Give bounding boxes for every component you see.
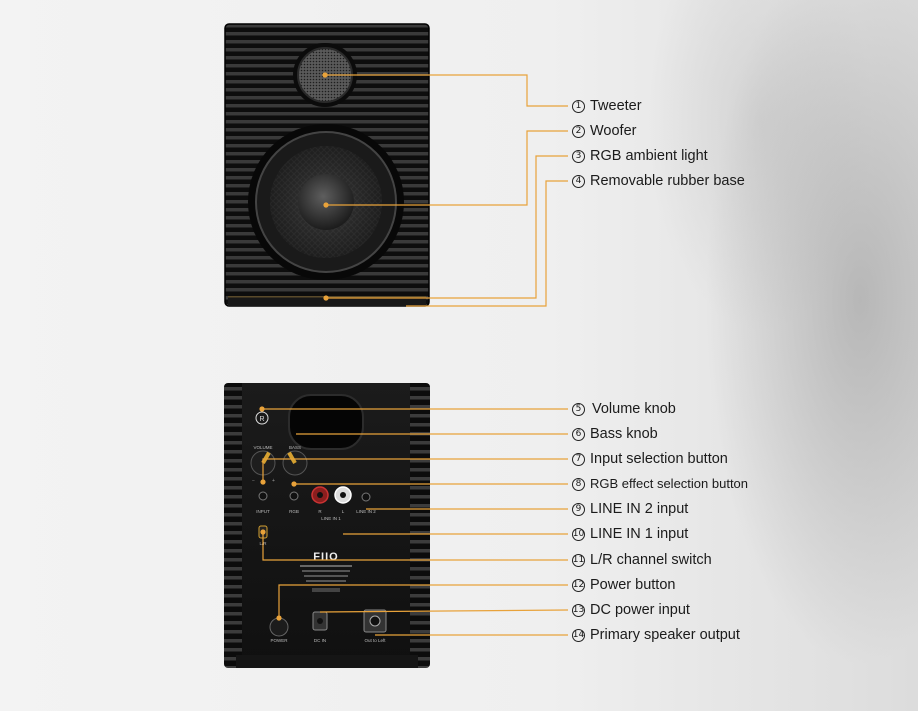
volume-plus-text: + [272, 478, 275, 484]
leader-dot [260, 479, 266, 485]
rubber-base [228, 296, 426, 306]
info-line [300, 565, 352, 567]
callout-text: Power button [590, 577, 676, 593]
callout-text: L/R channel switch [590, 552, 712, 568]
callout-primary-speaker-output: 14 Primary speaker output [572, 625, 740, 645]
callout-removable-rubber-base: 4 Removable rubber base [572, 171, 745, 191]
callout-line-in-2: 9 LINE IN 2 input [572, 499, 688, 519]
leader-dot [322, 72, 328, 78]
leader-line [278, 584, 568, 618]
leader-dot [323, 295, 329, 301]
leader-dot [276, 615, 282, 621]
callout-number: 2 [572, 124, 585, 138]
leader-line [262, 532, 568, 561]
callout-line-in-1: 10 LINE IN 1 input [572, 524, 688, 544]
callout-input-selection-button: 7 Input selection button [572, 449, 728, 469]
callout-woofer: 2 Woofer [572, 121, 636, 141]
callout-text: Input selection button [590, 451, 728, 467]
callout-number: 10 [572, 527, 585, 541]
callout-number: 6 [572, 427, 585, 441]
info-line [302, 570, 350, 572]
callout-text: Removable rubber base [590, 173, 745, 189]
info-line [304, 575, 348, 577]
callout-dc-power-input: 13 DC power input [572, 600, 690, 620]
woofer-dust-cap [298, 174, 354, 230]
callout-number: 1 [572, 99, 585, 113]
input-text: INPUT [256, 509, 270, 514]
callout-number: 12 [572, 578, 585, 592]
callout-rgb-effect-button: 8 RGB effect selection button [572, 474, 748, 494]
brand-logo: FIIO [313, 551, 338, 563]
volume-text: VOLUME [253, 445, 272, 450]
callout-bass-knob: 6 Bass knob [572, 424, 658, 444]
channel-badge-text: R [259, 416, 264, 423]
callout-volume-knob: 5 Volume knob [572, 399, 676, 419]
callout-text: LINE IN 2 input [590, 501, 689, 517]
leader-lines [259, 72, 569, 636]
leader-line [406, 180, 568, 307]
line-in-1-text: LINE IN 1 [321, 516, 341, 521]
rgb-effect-button[interactable] [289, 491, 299, 501]
leader-dot [260, 529, 266, 535]
callout-number: 8 [572, 477, 585, 491]
callout-text: Volume knob [592, 401, 676, 417]
leader-line [325, 74, 568, 107]
callout-text: Tweeter [590, 98, 642, 114]
callout-lr-channel-switch: 11 L/R channel switch [572, 550, 712, 570]
callout-number: 9 [572, 502, 585, 516]
rca-l-text: L [342, 509, 345, 514]
channel-badge [255, 411, 269, 425]
line-in-2-text: LINE IN 2 [356, 509, 376, 514]
leader-line [319, 609, 569, 613]
callout-text: RGB ambient light [590, 148, 708, 164]
callout-rgb-ambient-light: 3 RGB ambient light [572, 146, 708, 166]
callout-power-button: 12 Power button [572, 575, 675, 595]
out-to-left-text: Out to Left [364, 638, 386, 643]
callout-text: LINE IN 1 input [590, 526, 689, 542]
callout-tweeter: 1 Tweeter [572, 96, 642, 116]
callout-text: Bass knob [590, 426, 658, 442]
input-selection-button[interactable] [258, 491, 268, 501]
rear-speaker: R VOLUME − + BASS INPUT RGB R L LINE IN … [224, 383, 430, 668]
leader-dot [323, 202, 329, 208]
dc-in-text: DC IN [314, 638, 326, 643]
power-text: POWER [270, 638, 288, 643]
bass-port [288, 394, 364, 450]
callout-number: 13 [572, 603, 585, 617]
rgb-text: RGB [289, 509, 299, 514]
callout-number: 7 [572, 452, 585, 466]
leader-line [262, 458, 568, 482]
line-in-2-jack[interactable] [361, 492, 371, 502]
power-button[interactable] [269, 617, 289, 637]
callout-number: 4 [572, 174, 585, 188]
volume-minus-text: − [252, 478, 255, 484]
callout-number: 11 [572, 553, 585, 567]
rca-r-text: R [318, 509, 322, 514]
info-line [306, 580, 346, 582]
leader-line [326, 130, 568, 206]
leader-dot [291, 481, 297, 487]
callout-text: RGB effect selection button [590, 476, 749, 491]
leader-line [326, 155, 568, 299]
callout-text: Woofer [590, 123, 637, 139]
callout-number: 3 [572, 149, 585, 163]
leader-dot [259, 406, 265, 412]
callout-text: Primary speaker output [590, 627, 740, 643]
front-speaker [224, 23, 430, 307]
bass-text: BASS [289, 445, 301, 450]
callout-number: 14 [572, 628, 585, 642]
callout-text: DC power input [590, 602, 690, 618]
callout-number: 5 [572, 402, 585, 416]
cert-marks [312, 588, 340, 592]
